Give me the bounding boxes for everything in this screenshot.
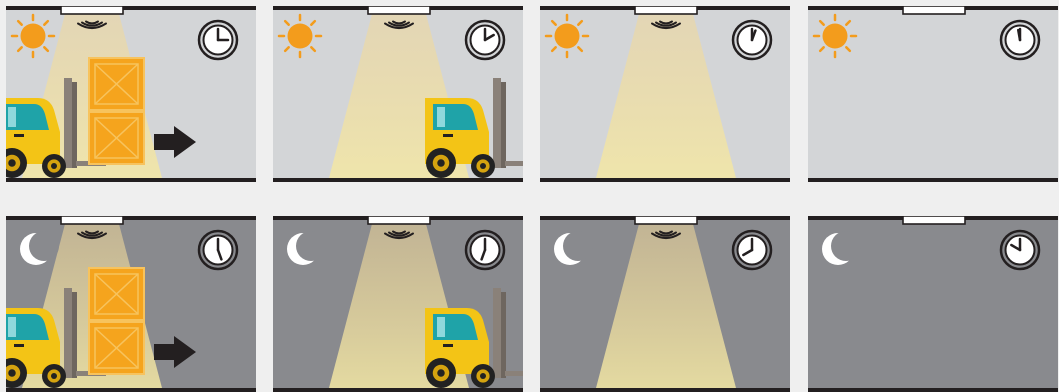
clock-icon bbox=[199, 21, 237, 59]
scene bbox=[808, 6, 1058, 182]
scene-panel bbox=[808, 6, 1058, 182]
floor-line bbox=[808, 388, 1058, 392]
ceiling-line bbox=[6, 6, 256, 10]
scene-panel bbox=[273, 216, 523, 392]
scene bbox=[273, 216, 523, 392]
floor-line bbox=[6, 178, 256, 182]
floor-line bbox=[808, 178, 1058, 182]
scene bbox=[6, 216, 256, 392]
clock-icon bbox=[1001, 21, 1039, 59]
cargo-boxes bbox=[89, 58, 144, 164]
light-fixture bbox=[368, 6, 430, 14]
scene-panel bbox=[6, 6, 256, 182]
clock-icon bbox=[199, 231, 237, 269]
floor-line bbox=[6, 388, 256, 392]
light-fixture bbox=[368, 216, 430, 224]
scene-panel bbox=[6, 216, 256, 392]
scene bbox=[808, 216, 1058, 392]
light-fixture bbox=[903, 216, 965, 224]
scene-panel bbox=[808, 216, 1058, 392]
light-fixture bbox=[61, 6, 123, 14]
clock-icon bbox=[1001, 231, 1039, 269]
floor-line bbox=[540, 178, 790, 182]
light-fixture bbox=[635, 216, 697, 224]
scene-panel bbox=[540, 6, 790, 182]
scene-panel bbox=[540, 216, 790, 392]
clock-icon bbox=[733, 21, 771, 59]
ceiling-line bbox=[6, 216, 256, 220]
floor-line bbox=[273, 388, 523, 392]
light-fixture bbox=[635, 6, 697, 14]
scene bbox=[540, 216, 790, 392]
cargo-boxes bbox=[89, 268, 144, 374]
floor-line bbox=[273, 178, 523, 182]
floor-line bbox=[540, 388, 790, 392]
scene bbox=[6, 6, 256, 182]
scene bbox=[540, 6, 790, 182]
light-fixture bbox=[61, 216, 123, 224]
light-fixture bbox=[903, 6, 965, 14]
scene-panel bbox=[273, 6, 523, 182]
clock-icon bbox=[466, 21, 504, 59]
clock-icon bbox=[733, 231, 771, 269]
clock-icon bbox=[466, 231, 504, 269]
scene bbox=[273, 6, 523, 182]
